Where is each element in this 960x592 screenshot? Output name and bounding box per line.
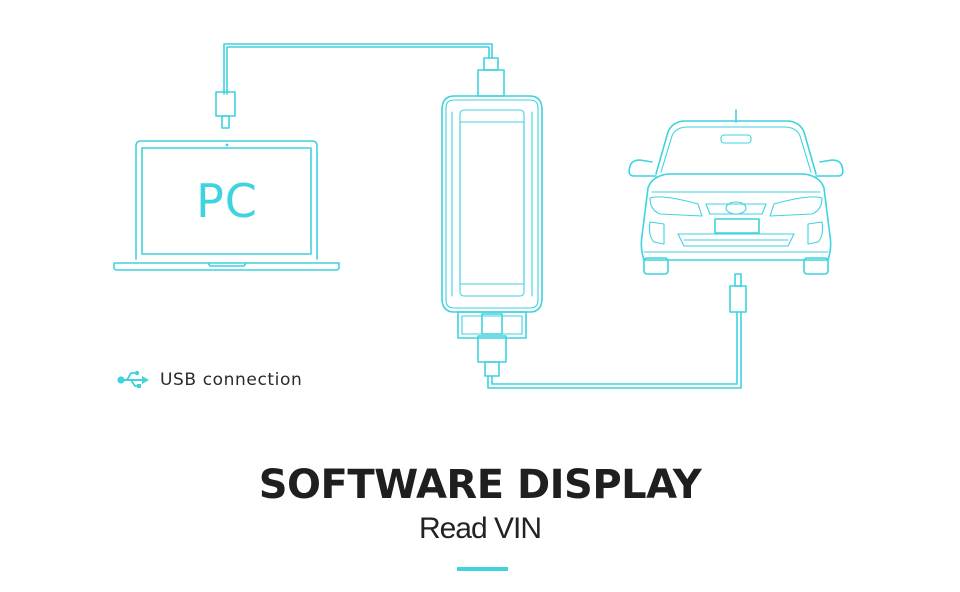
- accent-divider: [457, 567, 508, 571]
- diagnostic-interface-icon: [441, 95, 543, 377]
- laptop-icon: PC: [113, 140, 340, 271]
- legend-label: USB connection: [160, 370, 303, 390]
- usb-icon: [117, 370, 149, 388]
- car-icon: [628, 109, 844, 275]
- obd-cable-car: [487, 273, 747, 389]
- legend: USB connection: [116, 366, 302, 394]
- section-title: SOFTWARE DISPLAY: [258, 462, 702, 508]
- pc-label: PC: [196, 174, 258, 228]
- section-subtitle: Read VIN: [418, 512, 542, 545]
- usb-cable-pc: [215, 43, 505, 129]
